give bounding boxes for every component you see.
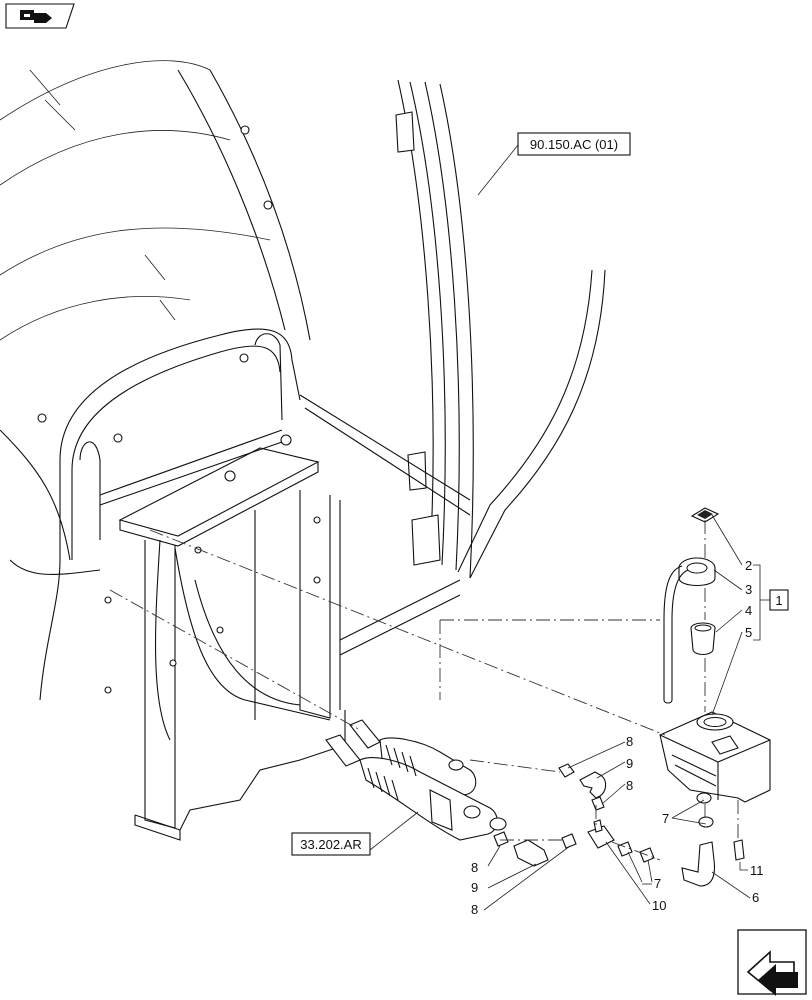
leader-lines bbox=[369, 144, 770, 911]
master-cylinders bbox=[325, 719, 507, 841]
callout-8b: 8 bbox=[626, 778, 633, 793]
pedal-support-frame bbox=[0, 328, 461, 841]
callout-7a: 7 bbox=[662, 811, 669, 826]
callout-7b: 7 bbox=[654, 876, 661, 891]
assembly-center-lines bbox=[109, 520, 739, 861]
callout-2: 2 bbox=[745, 558, 752, 573]
reference-label-top: 90.150.AC (01) bbox=[530, 137, 618, 152]
cab-frame-pillar bbox=[299, 79, 606, 579]
callout-10: 10 bbox=[652, 898, 666, 913]
callout-4: 4 bbox=[745, 603, 752, 618]
group-box-1[interactable]: 1 bbox=[769, 589, 789, 611]
callout-8a: 8 bbox=[626, 734, 633, 749]
reference-box-top[interactable]: 90.150.AC (01) bbox=[517, 132, 631, 156]
fittings-and-hoses bbox=[493, 763, 745, 887]
reference-label-bottom: 33.202.AR bbox=[300, 837, 361, 852]
callout-8d: 8 bbox=[471, 902, 478, 917]
callout-6: 6 bbox=[752, 890, 759, 905]
group-label: 1 bbox=[775, 593, 782, 608]
callout-8c: 8 bbox=[471, 860, 478, 875]
view-orientation-icon[interactable] bbox=[5, 3, 75, 29]
fender-panel bbox=[0, 60, 311, 423]
callout-9a: 9 bbox=[626, 756, 633, 771]
next-page-arrow-icon[interactable] bbox=[737, 929, 807, 996]
callout-5: 5 bbox=[745, 625, 752, 640]
callout-numbers: 2 3 4 5 8 9 8 7 7 8 9 8 10 6 11 bbox=[471, 558, 764, 917]
callout-3: 3 bbox=[745, 582, 752, 597]
callout-9b: 9 bbox=[471, 880, 478, 895]
reference-box-bottom[interactable]: 33.202.AR bbox=[291, 832, 371, 856]
callout-11: 11 bbox=[750, 863, 764, 878]
reservoir-assembly bbox=[659, 507, 771, 803]
